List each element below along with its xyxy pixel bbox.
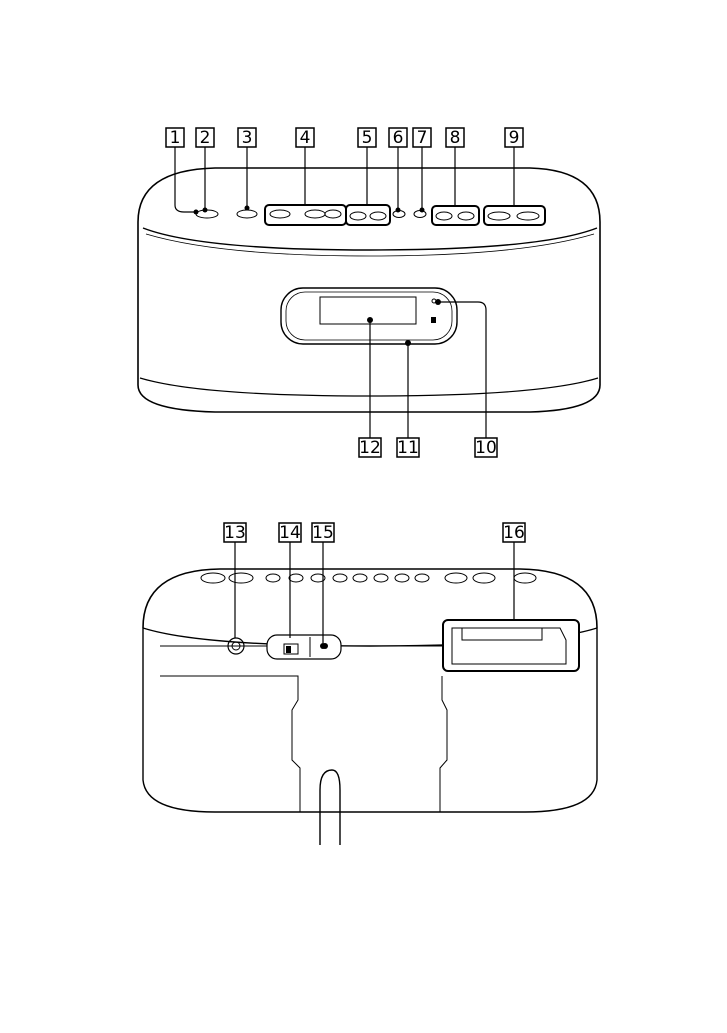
callout-3-text: 3 xyxy=(242,128,253,148)
callout-labels: 1 2 3 4 5 6 7 8 9 12 11 10 13 14 15 16 xyxy=(166,128,525,543)
callout-9-text: 9 xyxy=(509,128,520,148)
callout-8: 8 xyxy=(446,128,464,148)
preset-plus-button xyxy=(370,212,386,220)
stop-button xyxy=(325,210,341,218)
callout-4-text: 4 xyxy=(300,128,311,148)
callout-10: 10 xyxy=(475,438,497,458)
callout-4: 4 xyxy=(296,128,314,148)
tuning-minus-button xyxy=(436,212,452,220)
box-9 xyxy=(484,206,545,225)
front-view xyxy=(138,146,600,440)
callout-14: 14 xyxy=(279,523,301,543)
volume-minus-button xyxy=(488,212,510,220)
box-8 xyxy=(432,206,479,225)
callout-14-text: 14 xyxy=(279,523,301,543)
prev-button xyxy=(270,210,290,218)
box-5 xyxy=(346,205,390,225)
callout-12-text: 12 xyxy=(359,438,381,458)
rear-top-buttons xyxy=(201,573,536,583)
button-7 xyxy=(414,211,426,218)
switch-panel xyxy=(267,635,341,659)
callout-3: 3 xyxy=(238,128,256,148)
callout-5: 5 xyxy=(358,128,376,148)
callout-5-text: 5 xyxy=(362,128,373,148)
play-pause-button xyxy=(305,210,325,218)
preset-minus-button xyxy=(350,212,366,220)
base-curve xyxy=(140,378,598,396)
tuning-plus-button xyxy=(458,212,474,220)
callout-2-text: 2 xyxy=(200,128,211,148)
volume-plus-button xyxy=(517,212,539,220)
leader-dots-front xyxy=(194,206,442,347)
callout-8-text: 8 xyxy=(450,128,461,148)
display-bezel xyxy=(281,288,457,344)
display-bezel-inner xyxy=(286,292,452,340)
callout-15-text: 15 xyxy=(312,523,334,543)
power-cord xyxy=(320,770,340,845)
function-button xyxy=(237,210,257,218)
callout-10-text: 10 xyxy=(475,438,497,458)
rear-inner-step-right xyxy=(440,676,447,812)
callout-9: 9 xyxy=(505,128,523,148)
top-buttons xyxy=(196,210,539,220)
callout-15: 15 xyxy=(312,523,334,543)
top-panel-edge xyxy=(143,228,597,250)
callout-1-text: 1 xyxy=(170,128,181,148)
callout-7-text: 7 xyxy=(417,128,428,148)
callout-1: 1 xyxy=(166,128,184,148)
top-panel-edge-inner xyxy=(146,234,594,256)
callout-12: 12 xyxy=(359,438,381,458)
callout-6-text: 6 xyxy=(393,128,404,148)
callout-2: 2 xyxy=(196,128,214,148)
remote-sensor xyxy=(431,317,436,323)
rear-inner-step-left xyxy=(160,676,300,812)
callout-16-text: 16 xyxy=(503,523,525,543)
callout-7: 7 xyxy=(413,128,431,148)
callout-6: 6 xyxy=(389,128,407,148)
callout-13: 13 xyxy=(224,523,246,543)
callout-16: 16 xyxy=(503,523,525,543)
callout-13-text: 13 xyxy=(224,523,246,543)
rear-view xyxy=(143,540,597,845)
callout-11-text: 11 xyxy=(397,438,419,458)
callout-11: 11 xyxy=(397,438,419,458)
